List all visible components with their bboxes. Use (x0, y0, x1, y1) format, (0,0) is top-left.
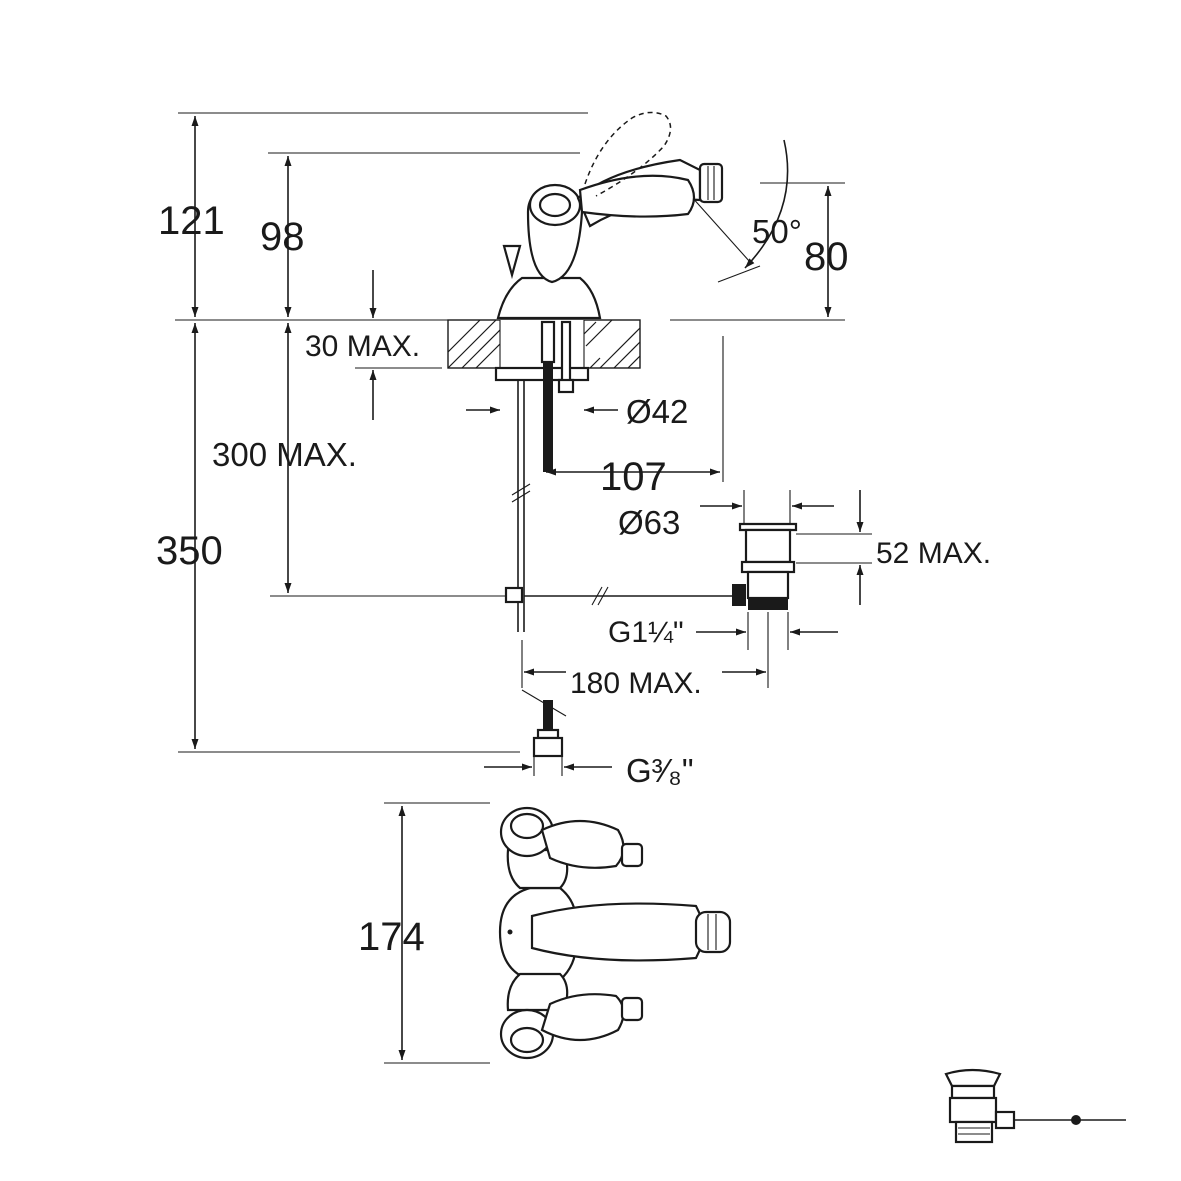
dim-121-label: 121 (158, 199, 225, 243)
supply-hose (543, 362, 553, 472)
waste-fitting (732, 522, 798, 610)
faucet-body (496, 183, 602, 320)
top-lower-handle (540, 993, 625, 1042)
dim-107-label: 107 (600, 455, 667, 499)
dim-g38-label: G³⁄₈" (626, 752, 694, 789)
dim-80-label: 80 (804, 235, 849, 279)
top-spout-nozzle (694, 910, 732, 954)
dim-g114-label: G1¼" (608, 616, 684, 649)
dim-42-label: Ø42 (626, 393, 688, 430)
angle-50-label: 50° (752, 213, 802, 250)
pop-up-waste-icon (944, 1068, 1126, 1144)
dim-180max-label: 180 MAX. (570, 667, 702, 700)
lever-alt-position (584, 111, 672, 197)
dim-350-label: 350 (156, 529, 223, 573)
supply-connector (540, 320, 556, 364)
angle-leader (717, 265, 761, 283)
angle-arc-50 (744, 139, 789, 269)
dim-63-label: Ø63 (618, 504, 680, 541)
top-view: 174 (358, 802, 732, 1064)
lever-handle (578, 174, 696, 218)
side-view: 121 98 80 50° (156, 111, 991, 789)
top-upper-handle (540, 819, 625, 869)
under-deck-fittings (494, 320, 590, 632)
dim-174-label: 174 (358, 915, 425, 959)
dim-300max-label: 300 MAX. (212, 436, 357, 473)
dim-98-label: 98 (260, 215, 305, 259)
lower-supply (521, 689, 567, 758)
dim-30max-label: 30 MAX. (305, 330, 420, 363)
dim-52max-label: 52 MAX. (876, 537, 991, 570)
rod-clamp (504, 586, 524, 604)
top-spout (530, 902, 705, 962)
